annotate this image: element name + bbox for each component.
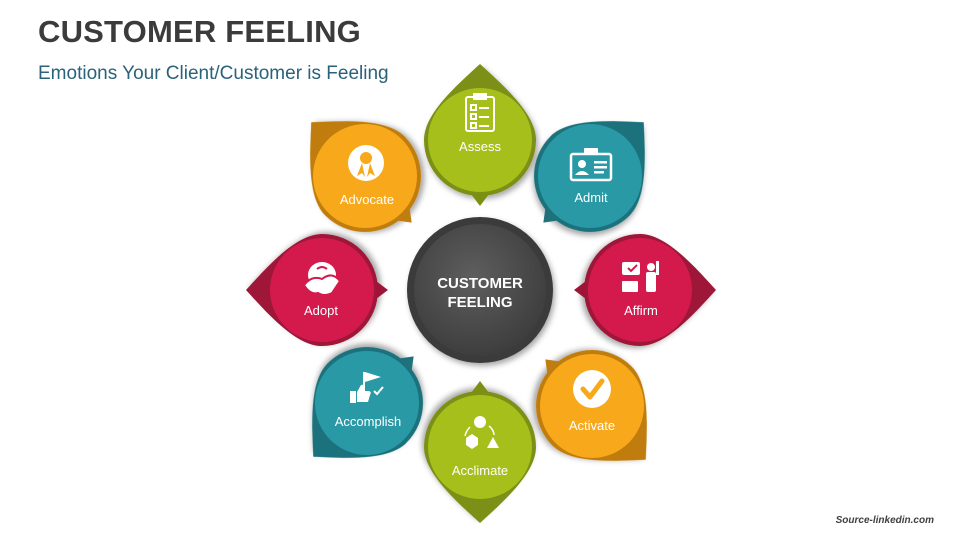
id-card-icon	[569, 148, 613, 182]
label-advocate: Advocate	[340, 192, 394, 207]
petal-acclimate	[424, 381, 536, 523]
award-ribbon-icon	[348, 145, 384, 181]
source-credit: Source-linkedin.com	[835, 515, 934, 526]
center-label-line2: FEELING	[447, 294, 512, 311]
presentation-icon	[622, 261, 659, 292]
flag-thumbs-icon	[350, 372, 384, 403]
label-adopt: Adopt	[304, 303, 338, 318]
checklist-icon	[465, 93, 495, 132]
label-admit: Admit	[574, 190, 608, 205]
petal-activate	[536, 350, 647, 461]
label-affirm: Affirm	[624, 303, 658, 318]
page-subtitle: Emotions Your Client/Customer is Feeling	[38, 63, 389, 84]
petal-admit	[534, 121, 645, 232]
petal-assess	[424, 64, 536, 206]
handshake-icon	[302, 262, 342, 296]
center-hub: CUSTOMER FEELING	[407, 217, 553, 363]
label-assess: Assess	[459, 139, 501, 154]
page-title: CUSTOMER FEELING	[38, 14, 361, 49]
petal-affirm	[574, 234, 716, 346]
petal-accomplish	[312, 347, 423, 458]
label-accomplish: Accomplish	[335, 414, 401, 429]
label-acclimate: Acclimate	[452, 463, 508, 478]
center-label-line1: CUSTOMER	[437, 275, 523, 292]
cycle-shapes-icon	[464, 416, 499, 449]
label-activate: Activate	[569, 418, 615, 433]
checkmark-icon	[573, 370, 611, 408]
